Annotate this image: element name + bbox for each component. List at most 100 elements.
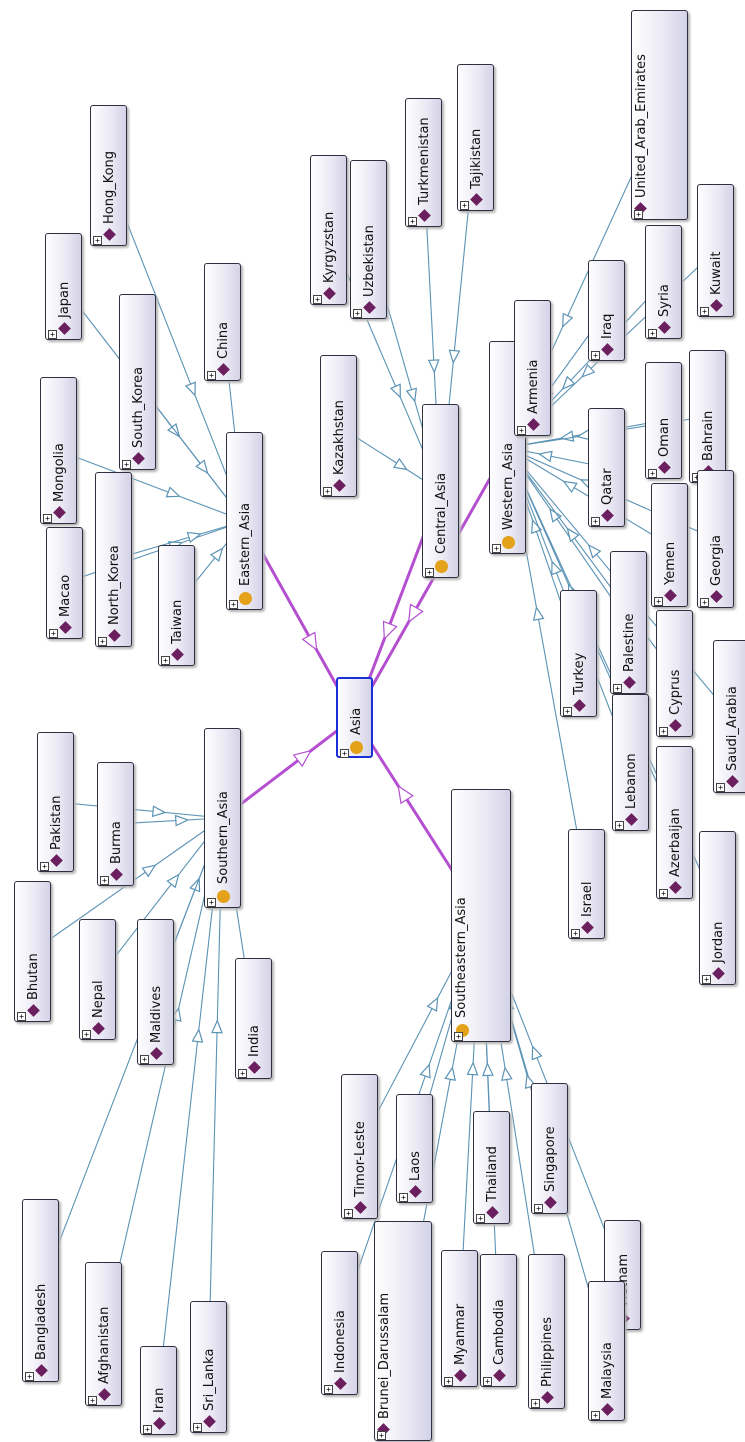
individual-node-qatar[interactable]: Qatar+: [588, 408, 625, 527]
individual-node-malaysia[interactable]: Malaysia+: [588, 1281, 625, 1421]
individual-node-afghanistan[interactable]: Afghanistan+: [85, 1262, 122, 1406]
individual-node-hong-kong[interactable]: Hong_Kong+: [90, 105, 127, 246]
individual-node-georgia[interactable]: Georgia+: [697, 470, 734, 608]
expand-plus-icon[interactable]: +: [613, 684, 622, 693]
class-node-southeastern-asia[interactable]: Southeastern_Asia+: [451, 789, 511, 1042]
individual-node-iraq[interactable]: Iraq+: [588, 260, 625, 361]
expand-plus-icon[interactable]: +: [460, 201, 469, 210]
expand-plus-icon[interactable]: +: [40, 862, 49, 871]
expand-plus-icon[interactable]: +: [238, 1069, 247, 1078]
individual-node-singapore[interactable]: Singapore+: [531, 1083, 568, 1214]
expand-plus-icon[interactable]: +: [571, 929, 580, 938]
individual-node-yemen[interactable]: Yemen+: [651, 483, 688, 607]
expand-plus-icon[interactable]: +: [659, 727, 668, 736]
expand-plus-icon[interactable]: +: [476, 1214, 485, 1223]
individual-node-turkmenistan[interactable]: Turkmenistan+: [405, 98, 442, 227]
expand-plus-icon[interactable]: +: [634, 210, 643, 219]
individual-node-israel[interactable]: Israel+: [568, 829, 605, 939]
individual-node-bangladesh[interactable]: Bangladesh+: [22, 1199, 59, 1382]
expand-plus-icon[interactable]: +: [700, 598, 709, 607]
individual-node-laos[interactable]: Laos+: [396, 1094, 433, 1203]
individual-node-philippines[interactable]: Philippines+: [528, 1254, 565, 1409]
individual-node-kuwait[interactable]: Kuwait+: [697, 184, 734, 317]
expand-plus-icon[interactable]: +: [140, 1055, 149, 1064]
individual-node-burma[interactable]: Burma+: [97, 762, 134, 886]
expand-plus-icon[interactable]: +: [563, 707, 572, 716]
class-node-eastern-asia[interactable]: Eastern_Asia+: [226, 432, 263, 610]
individual-node-uzbekistan[interactable]: Uzbekistan+: [350, 160, 387, 319]
expand-plus-icon[interactable]: +: [229, 600, 238, 609]
root-node-asia[interactable]: Asia+: [336, 677, 373, 758]
individual-node-thailand[interactable]: Thailand+: [473, 1111, 510, 1224]
individual-node-jordan[interactable]: Jordan+: [699, 831, 736, 985]
individual-node-oman[interactable]: Oman+: [645, 362, 682, 479]
individual-node-sri-lanka[interactable]: Sri_Lanka+: [190, 1301, 227, 1433]
expand-plus-icon[interactable]: +: [531, 1399, 540, 1408]
individual-node-myanmar[interactable]: Myanmar+: [441, 1250, 478, 1387]
expand-plus-icon[interactable]: +: [193, 1423, 202, 1432]
individual-node-nepal[interactable]: Nepal+: [79, 919, 116, 1040]
expand-plus-icon[interactable]: +: [483, 1377, 492, 1386]
expand-plus-icon[interactable]: +: [534, 1204, 543, 1213]
individual-node-brunei-darussalam[interactable]: Brunei_Darussalam+: [374, 1221, 432, 1441]
individual-node-kazakhstan[interactable]: Kazakhstan+: [320, 355, 357, 497]
expand-plus-icon[interactable]: +: [88, 1396, 97, 1405]
individual-node-south-korea[interactable]: South_Korea+: [119, 294, 156, 470]
expand-plus-icon[interactable]: +: [323, 487, 332, 496]
expand-plus-icon[interactable]: +: [591, 351, 600, 360]
individual-node-india[interactable]: India+: [235, 958, 272, 1079]
expand-plus-icon[interactable]: +: [49, 629, 58, 638]
expand-plus-icon[interactable]: +: [408, 217, 417, 226]
expand-plus-icon[interactable]: +: [48, 330, 57, 339]
individual-node-kyrgyzstan[interactable]: Kyrgyzstan+: [310, 155, 347, 305]
expand-plus-icon[interactable]: +: [591, 517, 600, 526]
expand-plus-icon[interactable]: +: [654, 597, 663, 606]
individual-node-cyprus[interactable]: Cyprus+: [656, 610, 693, 737]
expand-plus-icon[interactable]: +: [454, 1032, 463, 1041]
individual-node-turkey[interactable]: Turkey+: [560, 590, 597, 717]
expand-plus-icon[interactable]: +: [17, 1012, 26, 1021]
individual-node-timor-leste[interactable]: Timor-Leste+: [341, 1074, 378, 1219]
individual-node-japan[interactable]: Japan+: [45, 233, 82, 340]
expand-plus-icon[interactable]: +: [98, 637, 107, 646]
individual-node-syria[interactable]: Syria+: [645, 225, 682, 339]
individual-node-cambodia[interactable]: Cambodia+: [480, 1254, 517, 1387]
expand-plus-icon[interactable]: +: [161, 656, 170, 665]
expand-plus-icon[interactable]: +: [425, 568, 434, 577]
expand-plus-icon[interactable]: +: [93, 236, 102, 245]
individual-node-azerbaijan[interactable]: Azerbaijan+: [656, 746, 693, 899]
expand-plus-icon[interactable]: +: [648, 329, 657, 338]
individual-node-palestine[interactable]: Palestine+: [610, 551, 647, 694]
individual-node-bahrain[interactable]: Bahrain+: [689, 350, 726, 483]
expand-plus-icon[interactable]: +: [324, 1385, 333, 1394]
expand-plus-icon[interactable]: +: [615, 821, 624, 830]
individual-node-united-arab-emirates[interactable]: United_Arab_Emirates+: [631, 10, 688, 220]
individual-node-iran[interactable]: Iran+: [140, 1346, 177, 1435]
expand-plus-icon[interactable]: +: [25, 1372, 34, 1381]
expand-plus-icon[interactable]: +: [492, 544, 501, 553]
expand-plus-icon[interactable]: +: [517, 426, 526, 435]
individual-node-indonesia[interactable]: Indonesia+: [321, 1251, 358, 1395]
expand-plus-icon[interactable]: +: [648, 469, 657, 478]
individual-node-armenia[interactable]: Armenia+: [514, 300, 551, 436]
expand-plus-icon[interactable]: +: [313, 295, 322, 304]
expand-plus-icon[interactable]: +: [659, 889, 668, 898]
expand-plus-icon[interactable]: +: [591, 1411, 600, 1420]
expand-plus-icon[interactable]: +: [207, 898, 216, 907]
expand-plus-icon[interactable]: +: [377, 1431, 386, 1440]
individual-node-taiwan[interactable]: Taiwan+: [158, 545, 195, 666]
expand-plus-icon[interactable]: +: [122, 460, 131, 469]
individual-node-bhutan[interactable]: Bhutan+: [14, 881, 51, 1022]
expand-plus-icon[interactable]: +: [702, 975, 711, 984]
expand-plus-icon[interactable]: +: [353, 309, 362, 318]
expand-plus-icon[interactable]: +: [100, 876, 109, 885]
individual-node-pakistan[interactable]: Pakistan+: [37, 732, 74, 872]
expand-plus-icon[interactable]: +: [340, 749, 349, 758]
expand-plus-icon[interactable]: +: [82, 1030, 91, 1039]
expand-plus-icon[interactable]: +: [43, 514, 52, 523]
individual-node-tajikistan[interactable]: Tajikistan+: [457, 64, 494, 211]
expand-plus-icon[interactable]: +: [207, 371, 216, 380]
individual-node-china[interactable]: China+: [204, 263, 241, 381]
individual-node-saudi-arabia[interactable]: Saudi_Arabia+: [713, 640, 745, 793]
individual-node-maldives[interactable]: Maldives+: [137, 919, 174, 1065]
